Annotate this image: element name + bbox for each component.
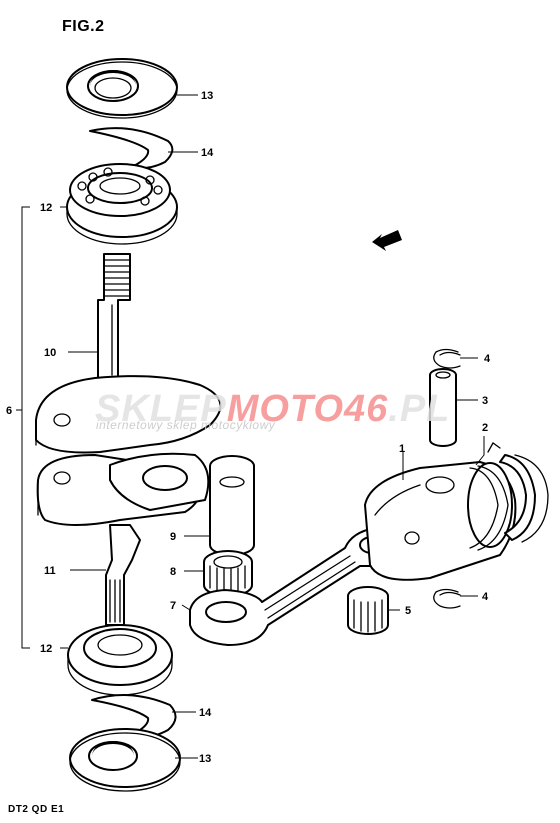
callout-7: 7	[170, 600, 176, 612]
callout-2: 2	[482, 422, 488, 434]
piston-rings	[487, 442, 549, 543]
piston	[364, 461, 517, 581]
piston-pin	[429, 368, 457, 447]
oil-seal-top	[66, 58, 178, 119]
clip-ring-top	[89, 127, 174, 170]
callout-1: 1	[399, 443, 405, 455]
callout-14-bottom: 14	[199, 707, 212, 719]
callout-5: 5	[405, 605, 411, 617]
callout-12-top: 12	[40, 202, 52, 214]
crank-lower-shaft	[105, 524, 141, 626]
callout-12-bottom: 12	[40, 643, 52, 655]
direction-arrow-icon	[372, 230, 402, 251]
callout-9: 9	[170, 531, 176, 543]
callout-10: 10	[44, 347, 56, 359]
watermark-brand-part2: MOTO46	[226, 388, 389, 430]
ball-bearing-top	[66, 163, 178, 245]
callout-13-bottom: 13	[199, 753, 211, 765]
callout-14-top: 14	[201, 147, 214, 159]
figure-footer-code: DT2 QD E1	[8, 804, 65, 815]
needle-bearing-big-end	[203, 550, 253, 597]
leader-lines	[16, 94, 485, 759]
callout-8: 8	[170, 566, 176, 578]
watermark-tagline: internetowy sklep motocyklowy	[96, 418, 276, 432]
crankshaft-webs	[35, 375, 222, 526]
watermark-brand-part3: .PL	[388, 388, 451, 430]
watermark-brand-part1: SKLEP	[95, 388, 227, 430]
callout-4-top: 4	[484, 353, 491, 365]
callout-3: 3	[482, 395, 488, 407]
crank-upper-shaft	[97, 253, 131, 381]
callout-13-top: 13	[201, 90, 213, 102]
watermark-brand: SKLEPMOTO46.PL	[95, 388, 450, 431]
callout-labels: 13 14 12 10 6 9 8 7 11 12 14 13 4 3 2 1 …	[6, 90, 491, 765]
needle-bearing-small-end	[347, 586, 389, 635]
crank-pin	[209, 455, 255, 556]
figure-title: FIG.2	[62, 18, 105, 35]
ball-bearing-bottom	[67, 624, 173, 696]
circlip-top	[433, 348, 461, 369]
callout-6: 6	[6, 405, 12, 417]
circlip-bottom	[433, 588, 461, 609]
oil-seal-bottom	[69, 728, 181, 792]
callout-4-bottom: 4	[482, 591, 489, 603]
callout-11: 11	[44, 565, 56, 577]
